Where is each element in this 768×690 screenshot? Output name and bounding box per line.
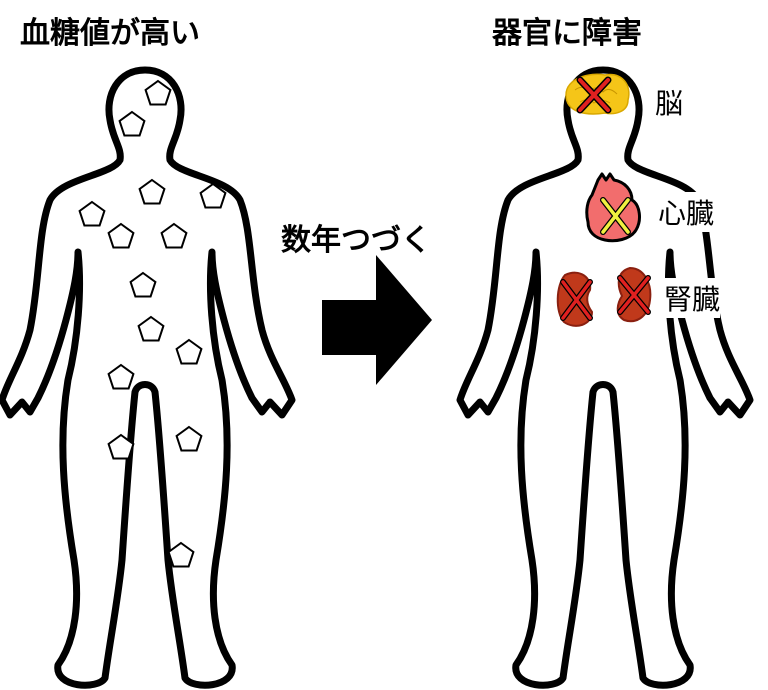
kidney-left-icon: [556, 271, 594, 327]
organ-label-kidney: 腎臓: [664, 278, 721, 318]
brain-icon: [565, 73, 630, 115]
organ-label-brain: 脳: [655, 82, 684, 122]
body-outline-right: [460, 70, 750, 685]
body-outline-left: [2, 70, 292, 685]
arrow-right-icon: [322, 255, 432, 385]
kidney-right-icon: [616, 266, 652, 323]
heart-icon: [585, 172, 641, 243]
duration-caption: 数年つづく: [281, 223, 431, 258]
left-title: 血糖値が高い: [20, 16, 200, 51]
organ-label-heart: 心臓: [658, 192, 715, 232]
right-title: 器官に障害: [492, 16, 642, 51]
